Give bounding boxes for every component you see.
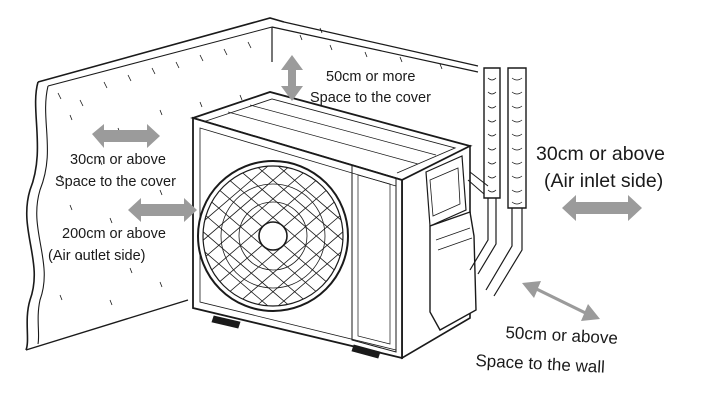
back-wall [25, 17, 479, 351]
front-clearance-target: (Air outlet side) [48, 248, 146, 264]
left-clearance-distance: 30cm or above [70, 152, 166, 168]
arrow-front-clearance [128, 198, 197, 222]
clearance-arrows [92, 55, 642, 321]
top-clearance-distance: 50cm or more [326, 69, 416, 85]
right-clearance-target: (Air inlet side) [544, 170, 664, 192]
arrow-top-clearance [281, 55, 303, 101]
front-clearance-distance: 200cm or above [62, 226, 166, 242]
refrigerant-pipes [467, 67, 527, 297]
right-clearance-distance: 30cm or above [536, 143, 665, 165]
arrow-left-clearance [92, 124, 160, 148]
arrow-rear-clearance [522, 281, 600, 321]
fan-guard [197, 160, 349, 312]
arrow-right-clearance [562, 195, 642, 221]
wall-hatching [57, 27, 443, 306]
top-clearance-target: Space to the cover [310, 90, 431, 106]
left-clearance-target: Space to the cover [55, 174, 176, 190]
